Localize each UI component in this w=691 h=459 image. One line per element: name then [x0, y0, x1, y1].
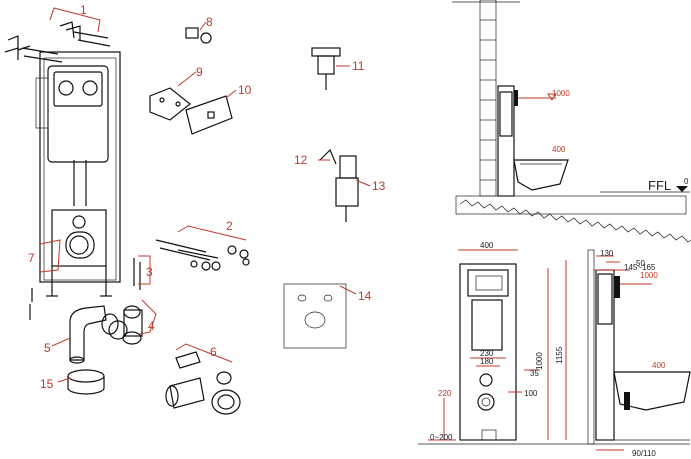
callout-4: 4: [148, 319, 155, 333]
callout-1: 1: [80, 3, 87, 17]
inlet-height-top: 1000: [552, 89, 570, 98]
dim-230: 230: [480, 349, 494, 358]
callout-5: 5: [44, 341, 51, 355]
floor-level-value: 0: [684, 177, 689, 186]
callout-3: 3: [146, 265, 153, 279]
dim-height-1155: 1155: [555, 346, 564, 364]
callout-13: 13: [372, 179, 386, 193]
callout-10: 10: [238, 83, 252, 97]
callout-15: 15: [40, 377, 54, 391]
cistern-level-top: 400: [552, 145, 566, 154]
dim-50: 50: [636, 259, 645, 268]
flush-plate: [185, 95, 233, 135]
drain-pipe-kit: [165, 351, 241, 415]
dim-0-200: 0~200: [430, 433, 453, 442]
dim-inlet-1000: 1000: [640, 271, 658, 280]
small-fitting: [185, 27, 212, 44]
front-view-dimensions: [428, 249, 567, 441]
callout-9: 9: [196, 65, 203, 79]
callout-14: 14: [358, 289, 372, 303]
front-view: [418, 263, 690, 445]
bend-pipe: [69, 305, 107, 361]
section-view: [587, 249, 691, 445]
callout-2: 2: [226, 219, 233, 233]
dim-100: 100: [524, 389, 538, 398]
outlet-collar: [67, 369, 105, 395]
callout-8: 8: [206, 15, 213, 29]
callout-12: 12: [294, 153, 308, 167]
callout-11: 11: [352, 59, 365, 73]
dim-35: 35: [530, 369, 539, 378]
dim-height-1000: 1000: [535, 352, 544, 370]
dim-180: 180: [480, 357, 494, 366]
floor-level-label: FFL: [648, 178, 671, 193]
bolt-set: [155, 239, 250, 271]
dim-130: 130: [600, 249, 614, 258]
dim-220: 220: [438, 389, 452, 398]
screws: [29, 258, 141, 320]
side-installation-view: [452, 0, 691, 243]
fill-valve: [311, 47, 341, 90]
callout-6: 6: [210, 345, 217, 359]
flush-valve: [319, 148, 359, 222]
callout-7: 7: [28, 251, 35, 265]
pipe-connectors: [101, 305, 143, 345]
dim-drain-range: 90/110: [632, 449, 656, 458]
mounting-plate: [149, 87, 191, 121]
dim-frame-width: 400: [480, 241, 494, 250]
mounting-frame: [4, 21, 121, 297]
dim-pan-400: 400: [652, 361, 666, 370]
section-view-dimensions: [594, 255, 630, 451]
sound-insulation-pad: [283, 283, 347, 349]
dim-depth-range: 145~165: [624, 263, 656, 272]
